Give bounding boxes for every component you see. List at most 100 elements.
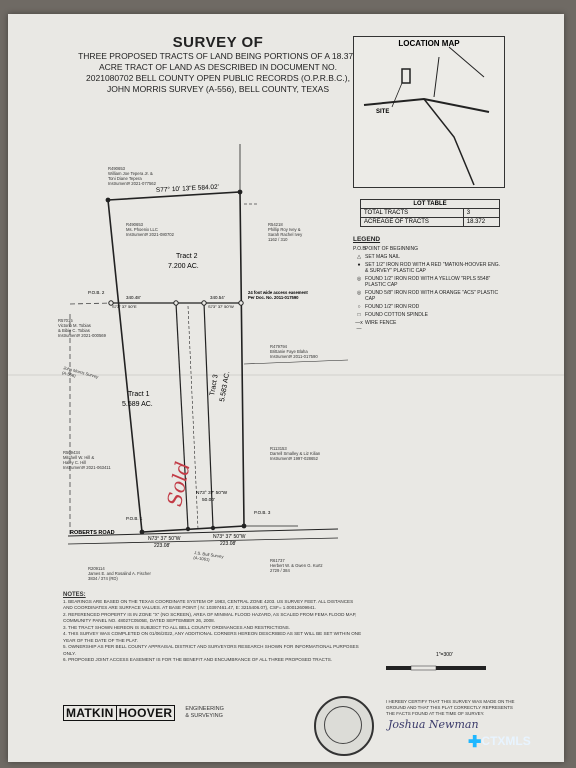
legend-item: P.O.B.POINT OF BEGINNING xyxy=(353,246,503,252)
company-name-b: HOOVER xyxy=(116,705,176,721)
legend-heading: LEGEND xyxy=(353,236,381,243)
legend-text: SET MAG NAIL xyxy=(365,254,400,260)
legend: LEGEND P.O.B.POINT OF BEGINNING △ SET MAG… xyxy=(353,236,503,334)
tract-divider xyxy=(203,302,214,529)
legend-symbol: △ xyxy=(357,254,361,260)
easement-line-1: 24 foot wide access easement xyxy=(248,290,308,295)
note-item: 4. THIS SURVEY WAS COMPLETED ON 01/06/20… xyxy=(63,631,362,643)
surveyor-signature: Joshua Newman xyxy=(388,718,479,731)
note-item: 6. PROPOSED JOINT ACCESS EASEMENT IS FOR… xyxy=(63,657,333,662)
road-name: ROBERTS ROAD xyxy=(70,530,115,536)
legend-text: FOUND 1/2" IRON ROD xyxy=(365,304,420,310)
location-map-site: SITE xyxy=(376,109,390,115)
survey-title: SURVEY OF THREE PROPOSED TRACTS OF LAND … xyxy=(68,34,368,95)
road-line xyxy=(67,537,339,545)
tract-1-name: Tract 1 xyxy=(128,391,150,398)
survey-sheet: SURVEY OF THREE PROPOSED TRACTS OF LAND … xyxy=(8,14,564,762)
legend-symbol: P.O.B. xyxy=(353,246,368,252)
plat-drawing: S77° 10' 13"E 584.02' Tract 2 7.200 AC. … xyxy=(58,144,349,581)
legend-symbol: —x— xyxy=(355,320,363,332)
tract-1-acres: 5.589 AC. xyxy=(122,401,153,408)
easement-label: 24 foot wide access easement Per Doc. No… xyxy=(248,290,309,300)
road-line xyxy=(67,528,339,537)
legend-text: SET 1/2" IRON ROD WITH A RED "MATKIN-HOO… xyxy=(365,262,501,274)
company-sub: ENGINEERING & SURVEYING xyxy=(185,706,224,719)
corner-marker xyxy=(238,300,244,306)
company-name-a: MATKIN xyxy=(63,705,117,721)
corner-marker xyxy=(105,197,111,203)
corner-marker xyxy=(241,523,247,529)
legend-symbol: ◎ xyxy=(356,276,362,282)
title-line: ACRE TRACT OF LAND AS DESCRIBED IN DOCUM… xyxy=(98,62,338,72)
legend-text: FOUND 5/8" IRON ROD WITH A ORANGE "ACS" … xyxy=(365,290,499,302)
corner-marker xyxy=(210,525,216,531)
tract-3-name: Tract 3 xyxy=(209,374,220,397)
legend-text: WIRE FENCE xyxy=(365,320,397,326)
easement-line xyxy=(187,305,199,530)
scale-text: 1"=300' xyxy=(436,652,453,658)
notes: NOTES: 1. BEARINGS ARE BASED ON THE TEXA… xyxy=(63,592,363,664)
corner-marker xyxy=(108,300,114,306)
legend-symbol: ● xyxy=(357,262,361,268)
location-map: LOCATION MAP SITE xyxy=(353,36,505,188)
legend-item: ● SET 1/2" IRON ROD WITH A RED "MATKIN-HO… xyxy=(353,262,503,274)
bearing-label: S73° 37' 50"W xyxy=(208,304,234,309)
legend-text: FOUND 1/2" IRON ROD WITH A YELLOW "RPLS … xyxy=(365,276,491,288)
corner-marker xyxy=(185,526,191,532)
watermark-text: CTXMLS xyxy=(481,734,531,748)
easement-line-2: Per Doc. No. 2011-017590 xyxy=(248,295,299,300)
note-item: 2. REFERENCED PROPERTY IS IN ZONE "X" (N… xyxy=(63,611,357,624)
bearing-label: N73° 37' 50"W xyxy=(213,534,246,540)
paper-fold xyxy=(8,374,564,376)
lot-table-value: 18.372 xyxy=(462,217,501,227)
corner-marker xyxy=(173,300,179,306)
note-item: 1. BEARINGS ARE BASED ON THE TEXAS COORD… xyxy=(63,598,354,611)
location-map-drawing xyxy=(363,46,490,186)
adjacent-line xyxy=(243,359,349,365)
note-item: 3. THE TRACT SHOWN HEREON IS SUBJECT TO … xyxy=(63,624,291,630)
legend-item: □FOUND COTTON SPINDLE xyxy=(353,312,503,318)
title-line: 2021080702 BELL COUNTY OPEN PUBLIC RECOR… xyxy=(86,73,350,83)
note-item: 5. OWNERSHIP AS PER BELL COUNTY APPRAISA… xyxy=(63,644,359,656)
title-heading: SURVEY OF xyxy=(172,34,264,51)
distance-label: 340.54' xyxy=(210,295,225,300)
legend-symbol: ○ xyxy=(357,304,361,310)
plus-icon: ✚ xyxy=(468,734,482,751)
top-bearing: S77° 10' 13"E 584.02' xyxy=(156,183,219,194)
legend-symbol: ◎ xyxy=(356,290,362,296)
location-map-label: LOCATION MAP xyxy=(398,39,460,48)
distance-label: 223.08' xyxy=(154,543,170,549)
title-line: THREE PROPOSED TRACTS OF LAND BEING PORT… xyxy=(78,51,358,61)
scale-bar: 1"=300' xyxy=(386,652,496,680)
bearing-label: N73° 37' 50"W xyxy=(148,536,181,542)
pob-label: P.O.B. 1 xyxy=(126,516,143,521)
legend-item: ◎FOUND 5/8" IRON ROD WITH A ORANGE "ACS"… xyxy=(353,290,503,302)
title-line: JOHN MORRIS SURVEY (A-556), BELL COUNTY,… xyxy=(106,84,329,94)
bearing-label: N73° 37' 50"W xyxy=(196,490,228,496)
scale-bar-graphic xyxy=(386,665,486,671)
distance-label: 50.00' xyxy=(202,497,215,503)
legend-text: POINT OF BEGINNING xyxy=(365,246,418,252)
mls-watermark: ✚CTXMLS xyxy=(468,732,531,752)
corner-marker xyxy=(201,300,207,306)
certification-text: I HEREBY CERTIFY THAT THIS SURVEY WAS MA… xyxy=(386,699,515,716)
legend-item: ○ FOUND 1/2" IRON ROD xyxy=(353,304,503,310)
legend-item: ◎FOUND 1/2" IRON ROD WITH A YELLOW "RPLS… xyxy=(353,276,503,288)
tract-2-acres: 7.200 AC. xyxy=(168,263,199,270)
survey-label-left: John Morris Survey(A-556) xyxy=(61,365,99,384)
tract-2-name: Tract 2 xyxy=(176,253,198,260)
corner-marker xyxy=(139,529,145,535)
legend-symbol: □ xyxy=(357,312,361,318)
survey-label-bottom: J.S. Bull Survey(A-1061) xyxy=(193,550,225,564)
distance-label: 340.48' xyxy=(126,295,141,300)
